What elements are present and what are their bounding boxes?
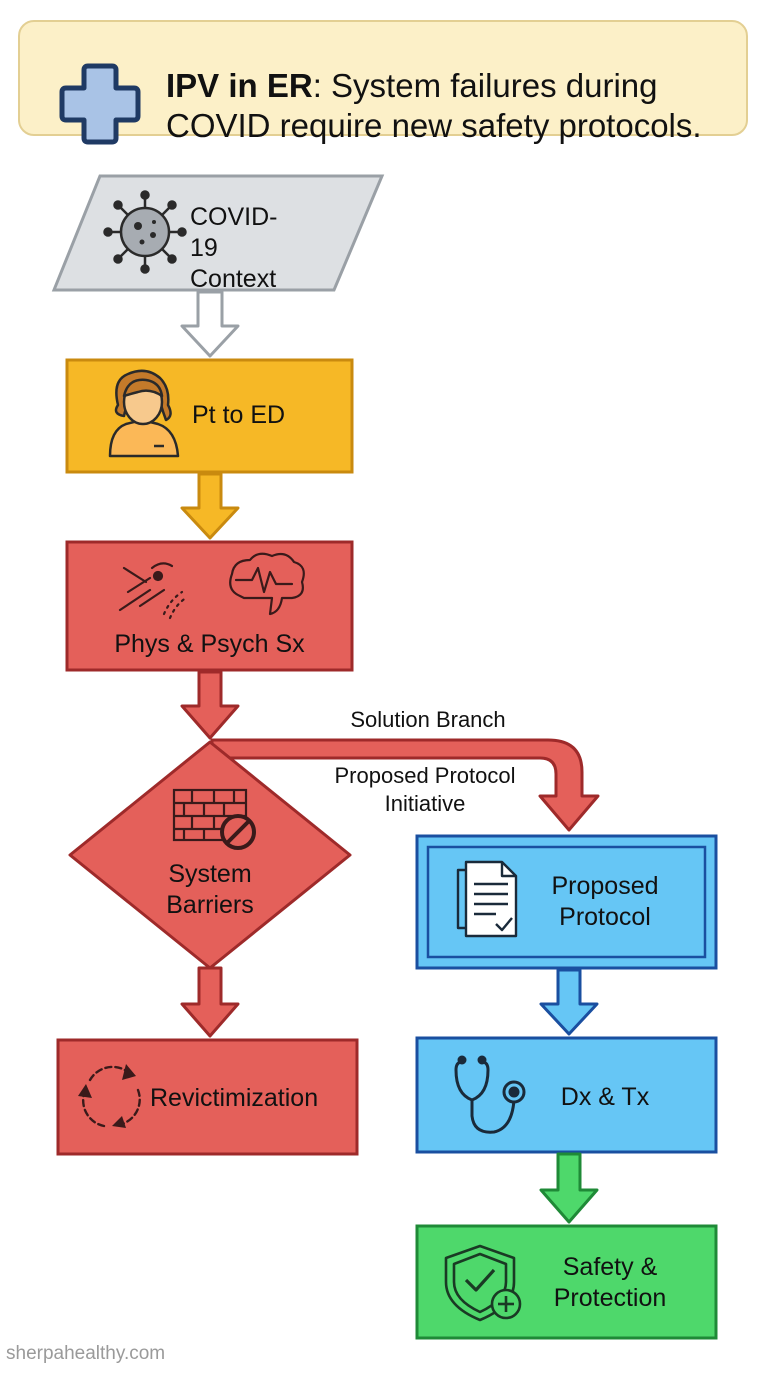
covid-context-line2: Context xyxy=(190,265,277,293)
cycle-arrows-icon xyxy=(78,1064,141,1128)
arrow-covid-to-patient xyxy=(180,290,240,358)
header-title-bold: IPV in ER xyxy=(166,67,313,104)
header-title-rest: : System failures during COVID require n… xyxy=(166,67,702,144)
revictimization-node xyxy=(56,1038,359,1156)
prohibited-icon xyxy=(220,814,256,850)
safety-protection-label: Safety & Protection xyxy=(530,1252,690,1314)
solution-branch-label: Solution Branch xyxy=(350,707,506,732)
safety-protection-line2: Protection xyxy=(553,1284,667,1312)
covid-context-line1: COVID-19 xyxy=(190,203,278,262)
symptoms-node xyxy=(65,540,354,672)
brain-icon xyxy=(229,552,305,616)
symptoms-label: Phys & Psych Sx xyxy=(114,630,305,658)
arrow-dxtx-to-safety xyxy=(539,1152,599,1224)
dx-tx-node xyxy=(415,1036,718,1154)
medical-cross-icon xyxy=(59,63,141,145)
dx-tx-label: Dx & Tx xyxy=(560,1083,650,1111)
covid-context-label: COVID-19 Context xyxy=(190,202,300,295)
proposed-initiative-line2: Initiative xyxy=(384,791,466,816)
patient-label: Pt to ED xyxy=(192,401,286,429)
system-barriers-line2: Barriers xyxy=(166,891,254,919)
proposed-initiative-label: Proposed Protocol Initiative xyxy=(300,762,550,818)
arrow-solution-branch xyxy=(210,738,600,832)
header-title: IPV in ER: System failures during COVID … xyxy=(166,66,756,146)
plus-circle-icon xyxy=(490,1288,522,1320)
covid-context-node xyxy=(51,174,385,292)
arrow-patient-to-symptoms xyxy=(180,472,240,540)
stethoscope-icon xyxy=(454,1055,526,1134)
proposed-protocol-line1: Proposed xyxy=(551,872,659,900)
system-barriers-label: System Barriers xyxy=(135,859,285,921)
arrow-protocol-to-dxtx xyxy=(539,968,599,1036)
header-banner: IPV in ER: System failures during COVID … xyxy=(18,20,748,145)
watermark: sherpahealthy.com xyxy=(6,1343,166,1364)
person-icon xyxy=(108,369,180,458)
virus-icon xyxy=(103,190,187,274)
proposed-initiative-line1: Proposed Protocol xyxy=(334,763,516,788)
proposed-protocol-line2: Protocol xyxy=(559,903,651,931)
safety-protection-line1: Safety & xyxy=(562,1253,658,1281)
arrow-symptoms-to-barriers xyxy=(180,670,240,740)
proposed-protocol-label: Proposed Protocol xyxy=(530,871,680,933)
arrow-barriers-to-revictimization xyxy=(180,966,240,1038)
revictimization-label: Revictimization xyxy=(150,1084,319,1112)
system-barriers-line1: System xyxy=(168,860,252,888)
injury-icon xyxy=(118,562,188,620)
document-icon xyxy=(456,860,518,938)
